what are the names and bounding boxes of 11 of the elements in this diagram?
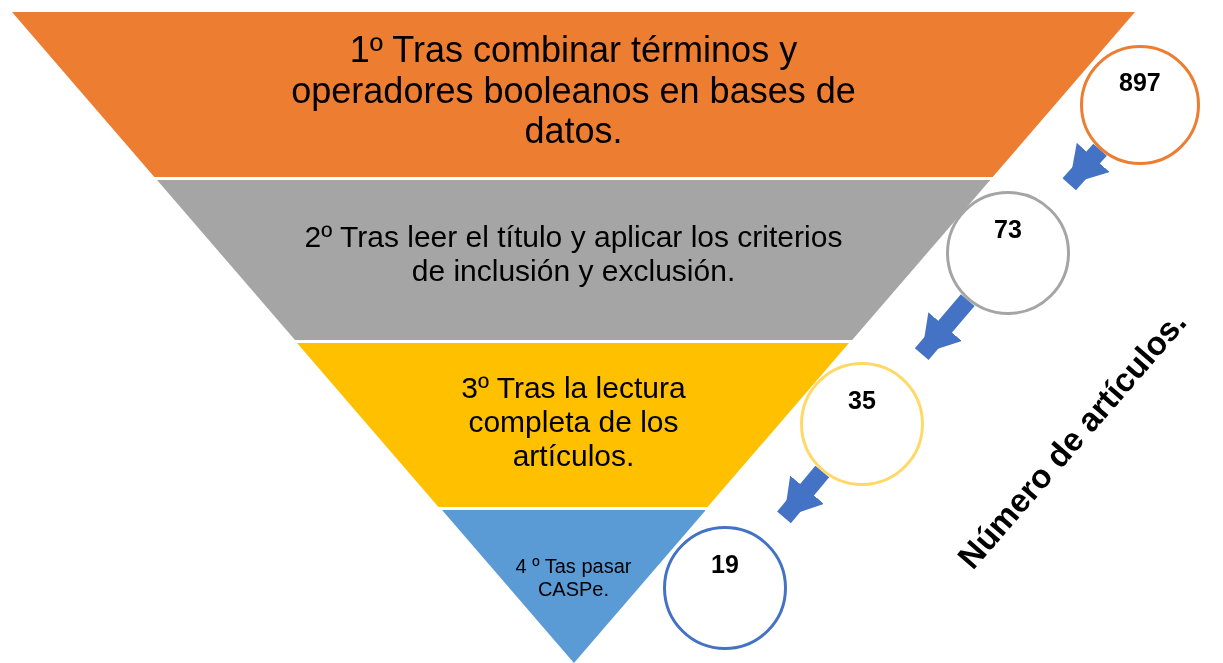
step-text: 4 º Tas pasar CASPe.	[514, 555, 633, 601]
block-arrow	[777, 465, 830, 524]
step-text: 1º Tras combinar términos y operadores booleanos en bases de datos.	[290, 30, 857, 152]
count-value: 897	[1119, 67, 1161, 97]
step-text: 3º Tras la lectura completa de los artículos.	[460, 371, 687, 473]
count-value: 19	[711, 549, 739, 579]
block-arrow	[914, 294, 975, 360]
block-arrow	[1062, 142, 1110, 191]
count-value: 35	[848, 385, 876, 415]
count-value: 73	[994, 214, 1022, 244]
step-text: 2º Tras leer el título y aplicar los criterios de inclusión y exclusión.	[303, 220, 844, 288]
